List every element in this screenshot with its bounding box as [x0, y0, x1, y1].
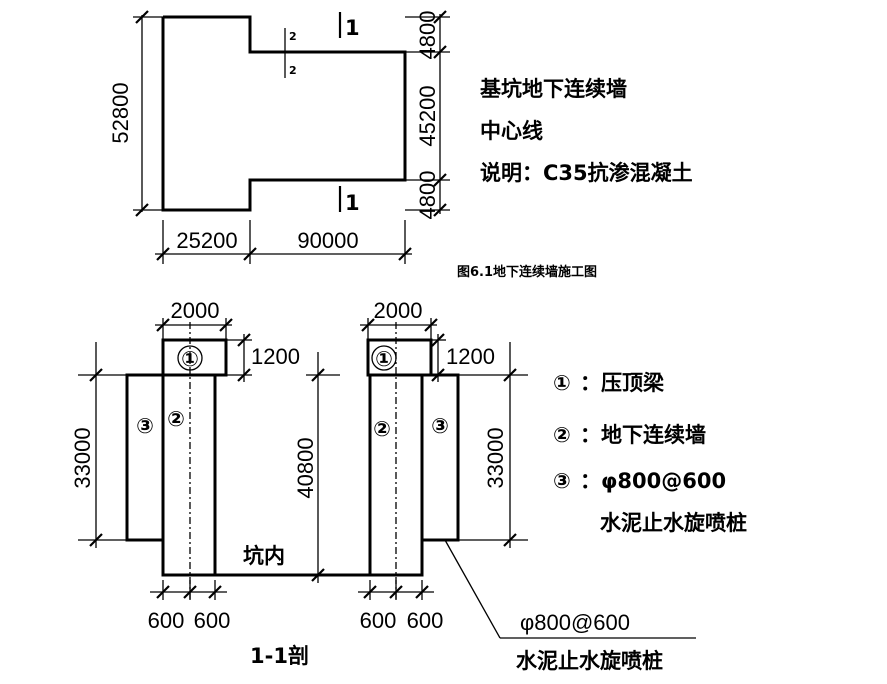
- pit-inside-label: 坑内: [243, 544, 285, 568]
- dim-left-bottom-b: 600: [194, 608, 231, 633]
- dim-left-depth: 33000: [70, 427, 95, 488]
- right-mark-2: ②: [373, 417, 391, 441]
- right-mark-1-circle: [371, 345, 397, 371]
- left-mark-2: ②: [167, 407, 185, 431]
- legend-text-4: 水泥止水旋喷桩: [600, 511, 747, 535]
- left-mark-3: ③: [136, 414, 154, 438]
- section-mark-top-label: 1: [345, 16, 360, 40]
- left-jet-grout-pile: [125, 373, 165, 542]
- pit-outline: [161, 15, 407, 212]
- dim-right-bottom-b: 600: [407, 608, 444, 633]
- figure-caption: 图6.1地下连续墙施工图: [457, 264, 597, 280]
- callout-line-1: φ800@600: [520, 610, 630, 635]
- section-mark-small-b: 2: [289, 64, 297, 77]
- section-mark-small-a: 2: [289, 30, 297, 43]
- legend-text-1: ：压顶梁: [580, 371, 665, 395]
- section-title: 1-1剖: [250, 644, 309, 668]
- dim-plan-height: 52800: [108, 82, 133, 143]
- plan-view: 52800 25200 90000 4800 45200 4800 1 1 2 …: [108, 10, 693, 280]
- legend-text-2: ：地下连续墙: [580, 423, 706, 447]
- legend: ① ：压顶梁 ② ：地下连续墙 ③ ：φ800@600 水泥止水旋喷桩: [553, 371, 747, 535]
- dim-right-depth: 33000: [483, 427, 508, 488]
- section-mark-bottom-label: 1: [345, 191, 360, 215]
- left-diaphragm-wall: [161, 373, 217, 577]
- dim-center-depth: 40800: [293, 437, 318, 498]
- dim-left-top-width: 2000: [171, 298, 220, 323]
- legend-text-3: ：φ800@600: [580, 469, 726, 493]
- note-line-2: 中心线: [480, 119, 543, 143]
- callout-leader: [444, 539, 501, 639]
- dim-plan-bottom-offset: 4800: [415, 171, 440, 220]
- dim-plan-right-width: 90000: [297, 228, 358, 253]
- callout-line-2: 水泥止水旋喷桩: [516, 649, 663, 673]
- note-line-3: 说明：C35抗渗混凝土: [480, 161, 693, 185]
- legend-mark-2: ②: [553, 423, 571, 447]
- legend-mark-1: ①: [553, 371, 571, 395]
- dim-right-top-width: 2000: [374, 298, 423, 323]
- dim-plan-left-width: 25200: [176, 228, 237, 253]
- section-view: 坑内 2000 1200 33000 ① ② ③ 40800: [70, 298, 696, 673]
- dim-plan-middle: 45200: [415, 85, 440, 146]
- left-mark-1: ①: [181, 347, 199, 371]
- dim-right-beam-height: 1200: [446, 344, 495, 369]
- right-jet-grout-pile: [420, 373, 460, 542]
- legend-mark-3: ③: [553, 469, 571, 493]
- dim-right-bottom-a: 600: [360, 608, 397, 633]
- note-line-1: 基坑地下连续墙: [480, 77, 627, 101]
- dim-left-bottom-a: 600: [148, 608, 185, 633]
- dim-plan-top-offset: 4800: [415, 11, 440, 60]
- right-mark-3: ③: [431, 414, 449, 438]
- right-mark-1: ①: [375, 347, 393, 371]
- left-mark-1-circle: [177, 345, 203, 371]
- dim-left-beam-height: 1200: [251, 344, 300, 369]
